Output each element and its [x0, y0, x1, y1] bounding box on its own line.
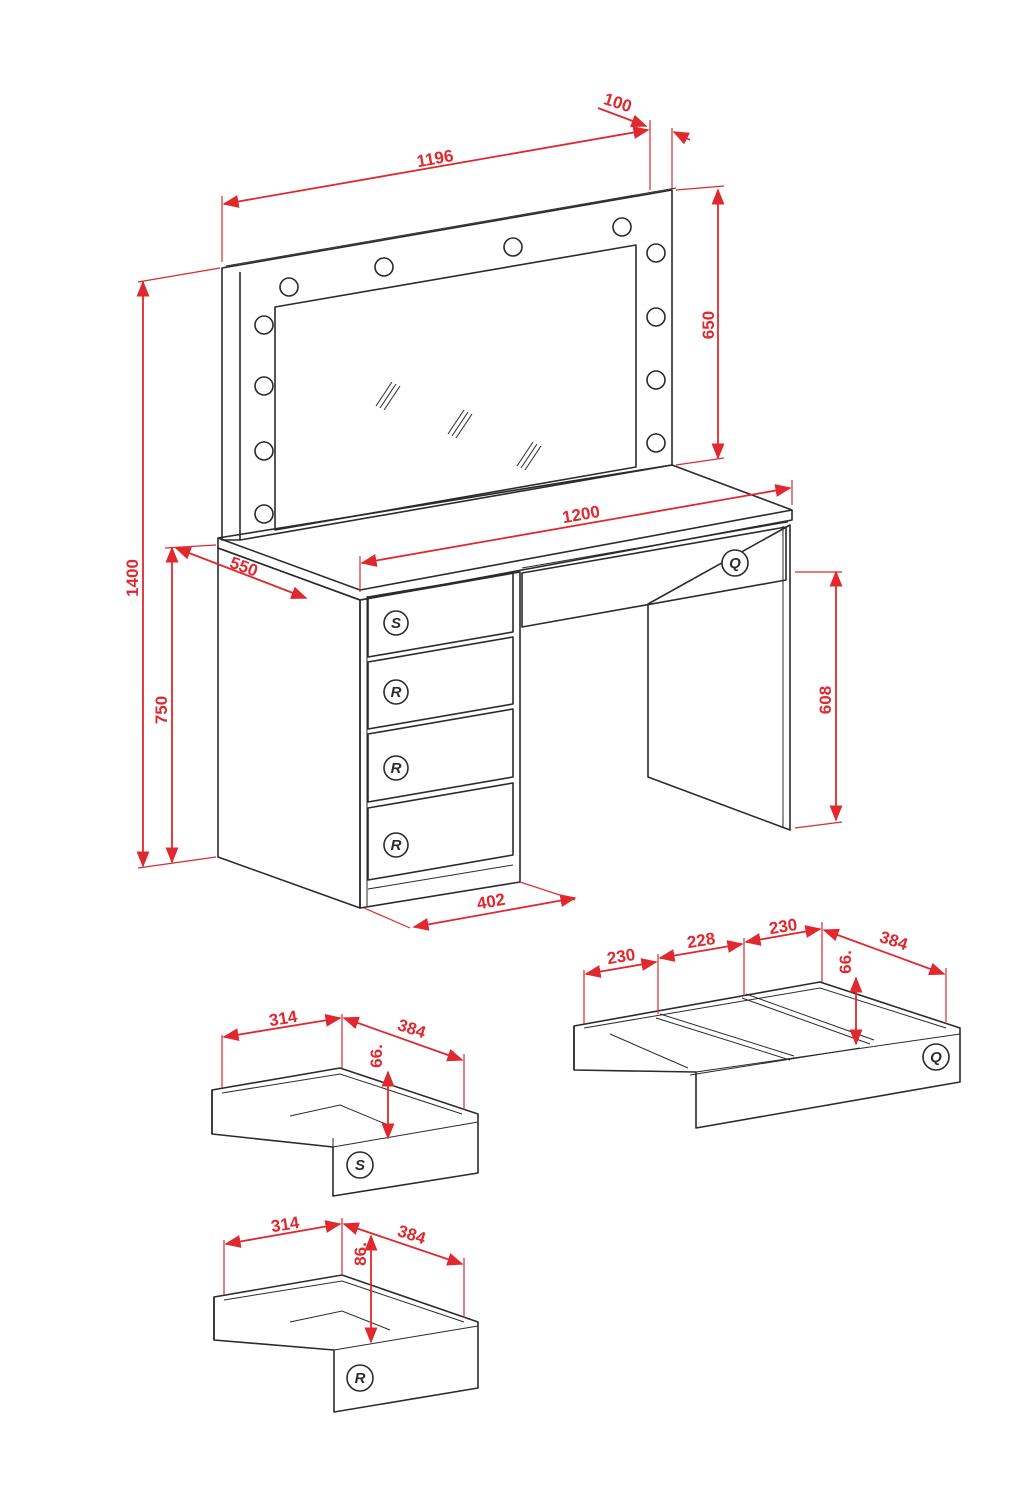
- mirror-unit: [221, 187, 677, 541]
- badge-r3: R: [383, 832, 409, 858]
- svg-text:230: 230: [606, 945, 637, 968]
- svg-text:Q: Q: [930, 1049, 942, 1066]
- svg-text:314: 314: [270, 1213, 302, 1236]
- drawer-r-detail: R 314 384 86.: [213, 1213, 479, 1413]
- bulb-icon: [254, 441, 274, 461]
- svg-text:1196: 1196: [415, 146, 455, 171]
- badge-r1: R: [383, 679, 409, 705]
- svg-text:750: 750: [152, 696, 171, 724]
- svg-text:R: R: [391, 684, 402, 701]
- svg-text:1200: 1200: [561, 502, 602, 527]
- bulb-icon: [279, 277, 299, 297]
- svg-text:66.: 66.: [836, 950, 855, 974]
- svg-text:314: 314: [268, 1007, 300, 1030]
- svg-text:R: R: [391, 837, 402, 854]
- svg-text:650: 650: [699, 311, 718, 339]
- drawer-q-detail: Q 230 228 230 384 66.: [573, 915, 961, 1129]
- svg-text:384: 384: [877, 927, 910, 954]
- svg-text:S: S: [391, 615, 401, 632]
- bulb-icon: [374, 257, 394, 277]
- svg-text:S: S: [355, 1157, 365, 1174]
- svg-text:Q: Q: [729, 555, 741, 572]
- drawer-s-front: [367, 572, 514, 658]
- svg-text:100: 100: [601, 89, 634, 116]
- bulb-icon: [646, 243, 666, 263]
- svg-text:1400: 1400: [123, 559, 142, 597]
- bulb-icon: [503, 237, 523, 257]
- mirror-glass: [274, 244, 637, 531]
- svg-text:608: 608: [816, 686, 835, 714]
- drawer-q-front: [521, 526, 787, 628]
- drawer-badges: Q S R R R: [383, 549, 749, 858]
- svg-text:230: 230: [768, 915, 799, 938]
- svg-text:384: 384: [395, 1221, 428, 1248]
- bulb-icon: [646, 307, 666, 327]
- svg-text:R: R: [391, 760, 402, 777]
- badge-s: S: [383, 610, 409, 636]
- svg-text:86.: 86.: [351, 1242, 370, 1266]
- drawer-s-detail: S 314 384 66.: [211, 1007, 479, 1197]
- bulb-icon: [254, 315, 274, 335]
- bulb-icon: [254, 376, 274, 396]
- bulb-icon: [646, 433, 666, 453]
- bulb-icon: [612, 217, 632, 237]
- badge-q: Q: [721, 549, 749, 577]
- svg-text:66.: 66.: [367, 1044, 386, 1068]
- table-unit: [217, 464, 793, 909]
- bulb-icon: [254, 504, 274, 524]
- drawer-r2-front: [367, 708, 514, 803]
- reflection-marks: [375, 381, 542, 471]
- drawer-r3-front: [367, 782, 514, 881]
- bulb-icon: [646, 370, 666, 390]
- svg-text:228: 228: [686, 929, 717, 952]
- mirror-bulbs: [254, 217, 666, 524]
- main-dimensions: 1196 100 650 1400 750 550 1200 608 402: [123, 89, 843, 931]
- svg-text:R: R: [355, 1370, 366, 1387]
- drawer-r1-front: [367, 636, 514, 730]
- svg-text:402: 402: [475, 890, 506, 914]
- svg-text:550: 550: [227, 553, 260, 581]
- badge-r2: R: [383, 755, 409, 781]
